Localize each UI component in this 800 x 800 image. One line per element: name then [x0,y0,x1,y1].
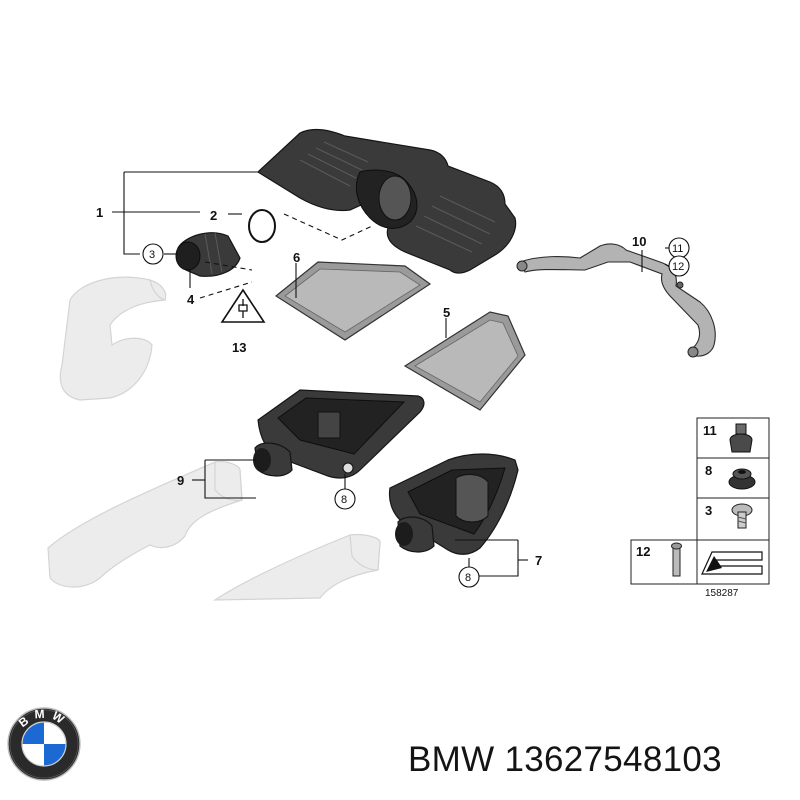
callout-2: 2 [210,208,217,223]
intake-pipe-upper [59,276,167,401]
callout-3: 3 [149,249,155,261]
intake-pipe-lower [212,533,381,601]
callout-12: 12 [672,261,684,273]
clip-icon [671,542,682,577]
intake-pipe-middle [47,461,243,588]
callout-1: 1 [96,205,103,220]
legend-row-12: 12 [636,544,650,559]
callout-13: 13 [232,340,246,355]
warning-label-icon [220,288,266,323]
lower-housing-right [388,453,519,555]
callout-7: 7 [535,553,542,568]
callout-8b: 8 [465,572,471,584]
callout-9: 9 [177,473,184,488]
callout-6: 6 [293,250,300,265]
seal-ring [248,209,276,243]
legend-row-3: 3 [705,503,712,518]
callout-4: 4 [187,292,195,307]
callout-8a-circle [334,488,356,510]
grommet-large-icon [728,468,756,490]
callout-5: 5 [443,305,450,320]
cover-ribs [299,141,496,253]
callout-12-circle [668,255,690,277]
small-parts-legend: 11 8 3 12 [630,417,770,585]
lower-housing-left [253,389,425,479]
callout-11: 11 [672,243,683,255]
callout-3-circle [142,243,164,265]
bmw-logo: BMW [7,707,81,781]
callout-10: 10 [632,234,646,249]
brand-part-number: BMW 13627548103 [408,740,722,779]
filter-element-6 [274,261,432,341]
grommet-small-icon [729,423,753,453]
vent-pipe [516,243,716,358]
filter-housing-cover [257,129,517,274]
rubber-boot [175,232,241,277]
legend-row-11: 11 [703,423,717,438]
filter-element-5 [403,311,526,411]
bolt-icon [731,503,753,529]
callout-8a: 8 [341,494,347,506]
arrow-symbol-icon [701,551,763,575]
legend-row-8: 8 [705,463,712,478]
diagram-id: 158287 [705,588,739,599]
callout-8b-circle [458,566,480,588]
